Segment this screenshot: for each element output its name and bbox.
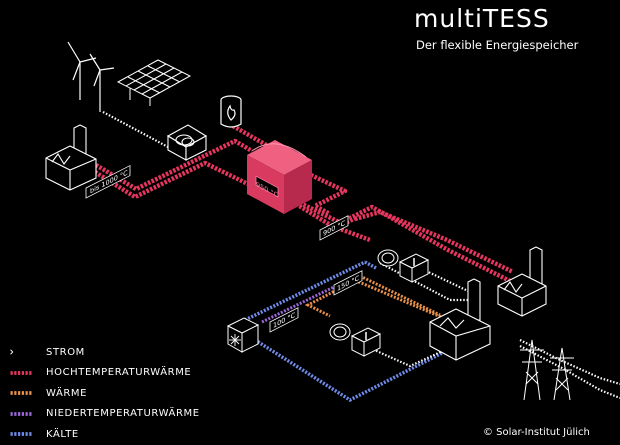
legend-swatch-niedertemperatur [10, 411, 32, 416]
legend-swatch-waerme [10, 391, 32, 396]
temp-tag-low: 100 °C [269, 307, 299, 333]
legend-label: KÄLTE [46, 428, 79, 440]
factory-icon [45, 124, 97, 191]
temp-tag-heat: 150 °C [333, 270, 363, 296]
heat-pipes [304, 274, 449, 322]
legend: STROM HOCHTEMPERATURWÄRME WÄRME NIEDERTE… [6, 342, 200, 445]
wind-turbine-icon [67, 41, 115, 112]
page-subtitle: Der flexible Energiespeicher [416, 38, 579, 52]
low-temp-pipes [261, 282, 341, 324]
high-temp-pipes [93, 124, 514, 284]
legend-label: NIEDERTEMPERATURWÄRME [46, 408, 200, 420]
copyright-notice: © Solar-Institut Jülich [483, 427, 590, 438]
legend-item-hochtemperatur: HOCHTEMPERATURWÄRME [6, 363, 200, 384]
legend-label: HOCHTEMPERATURWÄRME [46, 367, 192, 379]
legend-swatch-kaelte [10, 432, 32, 437]
legend-item-waerme: WÄRME [6, 383, 200, 404]
snowflake-chiller-icon [226, 317, 260, 353]
turbine-generator-icon [377, 249, 430, 283]
factory-icon [429, 246, 547, 361]
electric-heater-icon [166, 124, 208, 161]
page-title: multiTESS [414, 4, 550, 33]
legend-item-kaelte: KÄLTE [6, 424, 200, 445]
flame-icon [220, 95, 242, 128]
legend-label: WÄRME [46, 387, 88, 399]
solar-panel-icon [116, 59, 192, 106]
legend-label: STROM [46, 346, 85, 358]
legend-item-strom: STROM [6, 342, 200, 363]
cold-pipes [244, 260, 445, 403]
power-pylon-icon [520, 339, 574, 401]
legend-swatch-hochtemperatur [10, 370, 32, 375]
legend-swatch-strom [10, 349, 14, 355]
turbine-generator-icon [329, 323, 382, 357]
legend-item-niedertemperatur: NIEDERTEMPERATURWÄRME [6, 404, 200, 425]
thermal-storage-icon [247, 140, 312, 214]
